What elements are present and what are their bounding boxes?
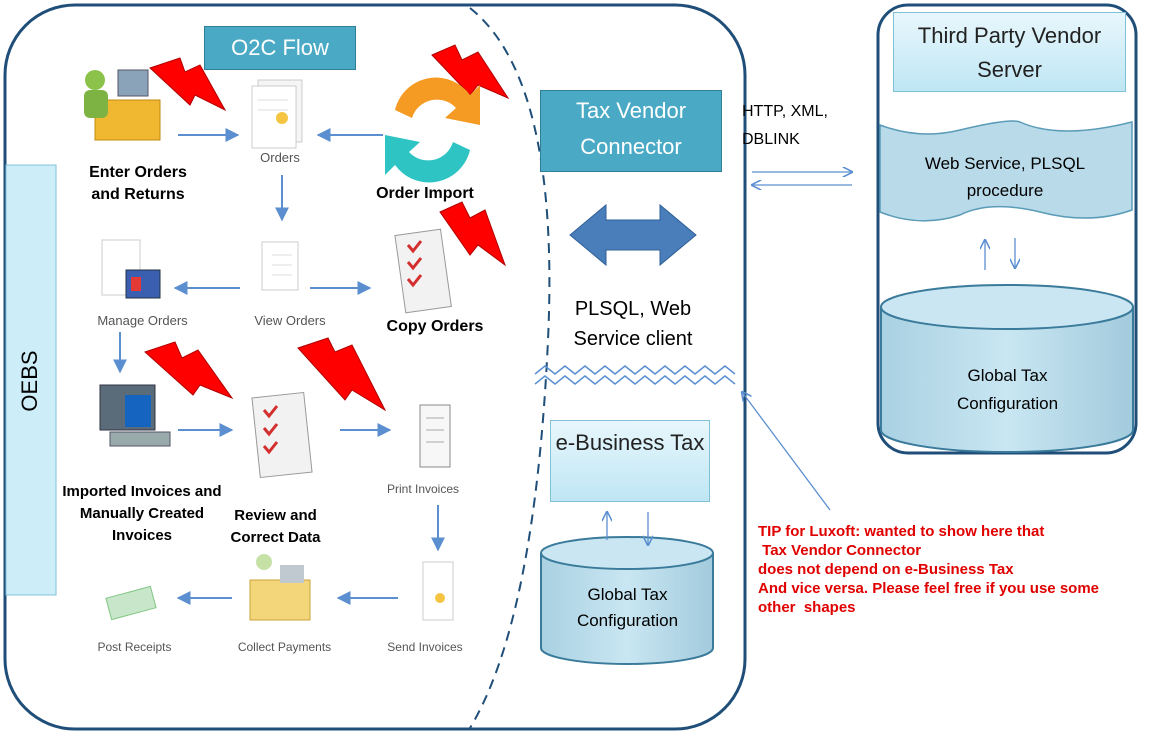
desk-person-icon [84,69,161,141]
print-invoices-label: Print Invoices [386,482,460,496]
lightning-icon [431,44,510,100]
print-invoice-icon [419,404,451,468]
send-invoices-label: Send Invoices [387,640,463,654]
zigzag-bottom [534,375,736,385]
review-correct-label: Review and Correct Data [230,507,321,546]
view-orders-label: View Orders [254,313,326,328]
flow-arrows [113,128,445,605]
web-service-shape [879,120,1133,222]
review-checklist-icon [251,391,313,479]
manage-orders-icon [101,239,161,299]
tip-line: does not depend on e-Business Tax [758,561,1014,578]
lightning-icon [144,341,234,400]
tip-line: TIP for Luxoft: wanted to show here that [758,523,1045,540]
oebs-bar [5,164,57,596]
lightning-icon [297,337,387,412]
imported-invoices-label: Imported Invoices and Manually Created I… [62,483,222,544]
oebs-label: OEBS [17,350,42,412]
web-service-label: Web Service, PLSQL procedure [924,154,1086,200]
right-global-tax-label: Global Tax Configuration [956,366,1059,413]
manage-orders-label: Manage Orders [97,313,188,328]
tip-line: other shapes [758,599,856,616]
send-invoice-icon [422,561,454,621]
document-icon [251,79,303,149]
left-cylinder [540,536,714,665]
third-party-box: Third Party Vendor Server [893,12,1126,92]
collect-payments-label: Collect Payments [237,640,332,654]
zigzag-top [534,365,736,375]
double-arrow [569,203,697,267]
enter-orders-label: Enter Orders and Returns [89,164,187,203]
tip-line: And vice versa. Please feel free if you … [758,580,1100,597]
computer-icon [99,384,171,447]
order-import-label: Order Import [376,185,474,202]
oebs-frame [3,3,747,731]
tip-line: Tax Vendor Connector [758,542,922,559]
tip-note: TIP for Luxoft: wanted to show here that… [758,522,1099,617]
lightning-icon [439,201,507,267]
tax-vendor-connector-box: Tax Vendor Connector [540,90,722,172]
dashed-separator [469,7,551,729]
copy-orders-label: Copy Orders [386,318,484,335]
post-receipts-label: Post Receipts [97,640,172,654]
cashier-icon [249,554,311,621]
orders-label: Orders [260,150,300,165]
refresh-cycle-icon [385,77,480,183]
copy-checklist-icon [394,228,452,314]
o2c-flow-title: O2C Flow [204,26,356,70]
receipt-money-icon [105,585,157,621]
checklist-icon [261,241,299,291]
protocols-label: HTTP, XML, DBLINK [742,103,828,148]
ebusiness-tax-box: e-Business Tax [550,420,710,502]
connection-arrows [607,172,1015,545]
lightning-bolts [144,44,510,412]
lightning-icon [149,57,227,112]
left-global-tax-label: Global Tax Configuration [576,585,679,630]
right-cylinder [880,284,1134,453]
plsql-client-label: PLSQL, Web Service client [573,298,693,350]
